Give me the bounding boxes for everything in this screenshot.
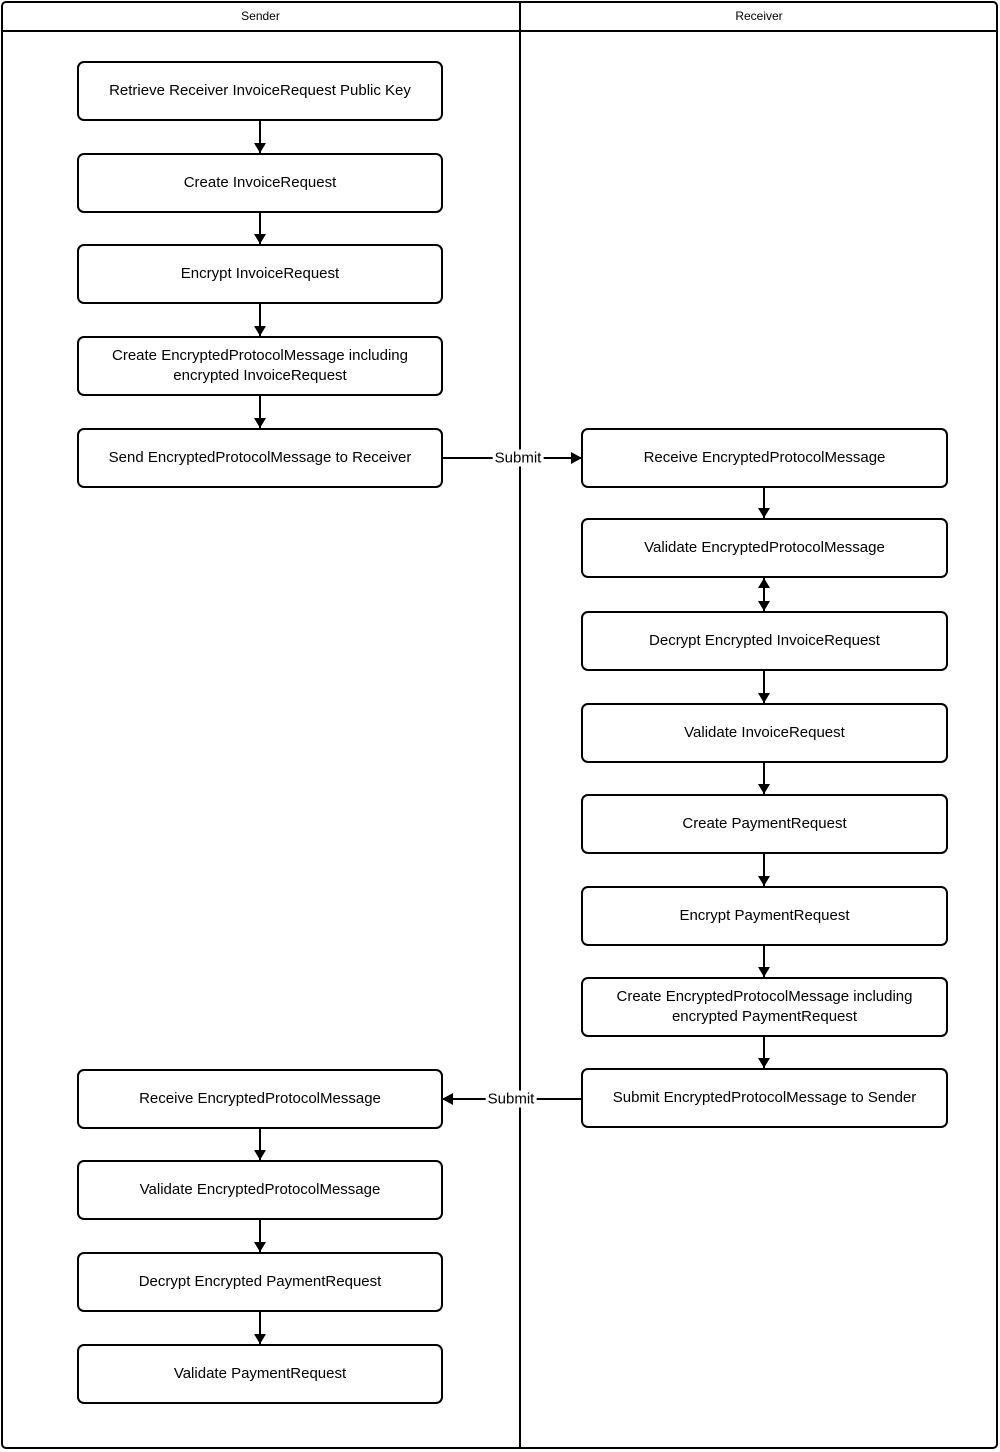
arrow-down-icon: [758, 946, 770, 977]
arrow-down-icon: [758, 763, 770, 794]
submit-edge-label: Submit: [485, 1090, 537, 1108]
lane-header-receiver: Receiver: [735, 9, 783, 23]
node-send-encryptedprotocolmessage-to-receiver: Send EncryptedProtocolMessage to Receive…: [77, 428, 443, 488]
node-retrieve-receiver-public-key: Retrieve Receiver InvoiceRequest Public …: [77, 61, 443, 121]
node-validate-paymentrequest: Validate PaymentRequest: [77, 1344, 443, 1404]
arrow-down-icon: [254, 1312, 266, 1344]
node-create-paymentrequest: Create PaymentRequest: [581, 794, 948, 854]
arrow-down-icon: [254, 1220, 266, 1252]
submit-edge-label: Submit: [492, 449, 544, 467]
node-create-encryptedprotocolmessage-paymentrequest: Create EncryptedProtocolMessage includin…: [581, 977, 948, 1037]
arrow-down-icon: [758, 1037, 770, 1068]
header-divider-line: [1, 30, 997, 32]
lane-header-sender: Sender: [241, 9, 280, 23]
node-encrypt-paymentrequest: Encrypt PaymentRequest: [581, 886, 948, 946]
node-create-encryptedprotocolmessage-invoicerequest: Create EncryptedProtocolMessage includin…: [77, 336, 443, 396]
arrow-down-icon: [254, 121, 266, 153]
arrow-down-icon: [254, 304, 266, 336]
node-receive-encryptedprotocolmessage-sender: Receive EncryptedProtocolMessage: [77, 1069, 443, 1129]
arrow-down-icon: [758, 854, 770, 886]
arrow-down-icon: [758, 488, 770, 518]
node-validate-invoicerequest: Validate InvoiceRequest: [581, 703, 948, 763]
arrow-up-down-icon: [758, 578, 770, 611]
node-decrypt-encrypted-invoicerequest: Decrypt Encrypted InvoiceRequest: [581, 611, 948, 671]
lane-divider: [519, 1, 521, 1449]
node-validate-encryptedprotocolmessage-sender: Validate EncryptedProtocolMessage: [77, 1160, 443, 1220]
node-create-invoicerequest: Create InvoiceRequest: [77, 153, 443, 213]
arrow-down-icon: [254, 213, 266, 244]
node-decrypt-encrypted-paymentrequest: Decrypt Encrypted PaymentRequest: [77, 1252, 443, 1312]
arrow-down-icon: [758, 671, 770, 703]
node-encrypt-invoicerequest: Encrypt InvoiceRequest: [77, 244, 443, 304]
arrow-down-icon: [254, 396, 266, 428]
arrow-down-icon: [254, 1129, 266, 1160]
node-receive-encryptedprotocolmessage-receiver: Receive EncryptedProtocolMessage: [581, 428, 948, 488]
node-submit-encryptedprotocolmessage-to-sender: Submit EncryptedProtocolMessage to Sende…: [581, 1068, 948, 1128]
node-validate-encryptedprotocolmessage-receiver: Validate EncryptedProtocolMessage: [581, 518, 948, 578]
